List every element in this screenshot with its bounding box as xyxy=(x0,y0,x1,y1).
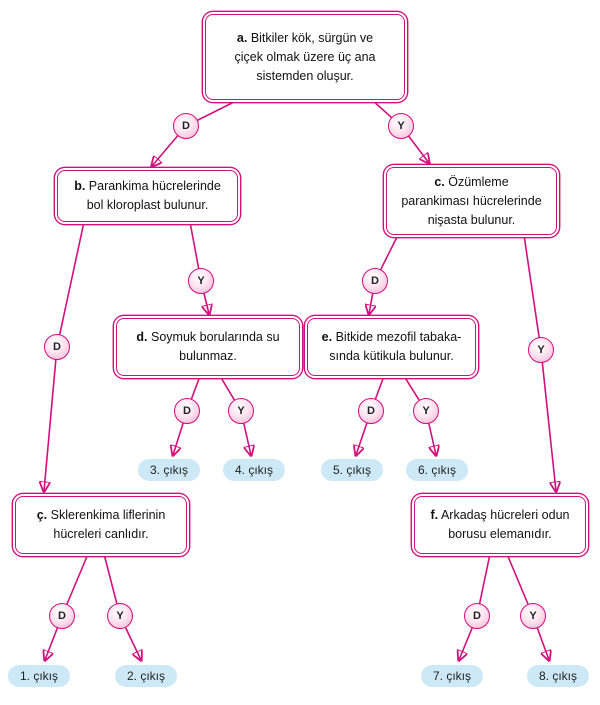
branch-c-d-circle: D xyxy=(362,268,388,294)
node-b-prefix: b. xyxy=(74,179,86,193)
exit-3: 3. çıkış xyxy=(138,459,200,481)
node-e-prefix: e. xyxy=(321,330,333,344)
branch-a-d-circle: D xyxy=(173,113,199,139)
branch-e-y-label: Y xyxy=(422,405,430,417)
exit-5: 5. çıkış xyxy=(321,459,383,481)
exit-7: 7. çıkış xyxy=(421,665,483,687)
branch-e-d-label: D xyxy=(367,405,375,417)
node-d: d. Soymuk borularında su bulunmaz. xyxy=(116,318,300,376)
branch-a-d-label: D xyxy=(182,120,190,132)
branch-d-d-label: D xyxy=(183,405,191,417)
node-c-text: c. Özümleme parankiması hücrelerinde niş… xyxy=(401,173,541,230)
branch-c-cedilla-y-circle: Y xyxy=(107,603,133,629)
branch-f-y-label: Y xyxy=(529,610,537,622)
branch-c-cedilla-d-label: D xyxy=(58,610,66,622)
branch-d-d-circle: D xyxy=(174,398,200,424)
node-e: e. Bitkide mezofil tabaka- sında kütikul… xyxy=(307,318,476,376)
branch-b-y-circle: Y xyxy=(188,268,214,294)
branch-c-cedilla-y-label: Y xyxy=(116,610,124,622)
node-f-text: f. Arkadaş hücreleri odun borusu elemanı… xyxy=(431,506,570,544)
exit-1: 1. çıkış xyxy=(8,665,70,687)
node-a-prefix: a. xyxy=(236,30,248,45)
node-d-prefix: d. xyxy=(136,330,148,344)
node-c: c. Özümleme parankiması hücrelerinde niş… xyxy=(386,167,557,235)
branch-c-y-circle: Y xyxy=(528,337,554,363)
branch-e-d-circle: D xyxy=(358,398,384,424)
node-c-cedilla-prefix: ç. xyxy=(36,508,48,522)
connector-c-to-f xyxy=(523,234,556,491)
node-c-prefix: c. xyxy=(434,174,445,189)
branch-b-d-label: D xyxy=(53,341,61,353)
node-c-body: Özümleme parankiması hücrelerinde nişast… xyxy=(401,174,542,227)
node-a: a. Bitkiler kök, sürgün ve çiçek olmak ü… xyxy=(205,14,405,100)
node-a-body: Bitkiler kök, sürgün ve çiçek olmak üzer… xyxy=(234,30,376,83)
node-e-body: Bitkide mezofil tabaka- sında kütikula b… xyxy=(329,330,462,363)
node-f-body: Arkadaş hücreleri odun borusu elemanıdır… xyxy=(440,508,570,541)
branch-c-d-label: D xyxy=(371,275,379,287)
node-c-cedilla-body: Sklerenkima liflerinin hücreleri canlıdı… xyxy=(50,508,166,541)
node-b-text: b. Parankima hücrelerinde bol kloroplast… xyxy=(74,177,221,215)
branch-f-y-circle: Y xyxy=(520,603,546,629)
branch-c-y-label: Y xyxy=(537,344,545,356)
node-d-text: d. Soymuk borularında su bulunmaz. xyxy=(136,328,279,366)
branch-f-d-label: D xyxy=(473,610,481,622)
node-a-text: a. Bitkiler kök, sürgün ve çiçek olmak ü… xyxy=(234,29,375,86)
exit-8: 8. çıkış xyxy=(527,665,589,687)
branch-a-y-circle: Y xyxy=(388,113,414,139)
exit-6: 6. çıkış xyxy=(406,459,468,481)
exit-2: 2. çıkış xyxy=(115,665,177,687)
branch-e-y-circle: Y xyxy=(413,398,439,424)
node-c-cedilla: ç. Sklerenkima liflerinin hücreleri canl… xyxy=(15,496,187,554)
branch-a-y-label: Y xyxy=(397,120,405,132)
branch-d-y-circle: Y xyxy=(228,398,254,424)
node-d-body: Soymuk borularında su bulunmaz. xyxy=(151,330,280,363)
exit-4: 4. çıkış xyxy=(223,459,285,481)
node-b: b. Parankima hücrelerinde bol kloroplast… xyxy=(57,170,238,222)
node-f-prefix: f. xyxy=(430,508,439,522)
node-c-cedilla-text: ç. Sklerenkima liflerinin hücreleri canl… xyxy=(37,506,166,544)
node-e-text: e. Bitkide mezofil tabaka- sında kütikul… xyxy=(322,328,462,366)
node-f: f. Arkadaş hücreleri odun borusu elemanı… xyxy=(414,496,586,554)
branch-c-cedilla-d-circle: D xyxy=(49,603,75,629)
branch-b-d-circle: D xyxy=(44,334,70,360)
branch-b-y-label: Y xyxy=(197,275,205,287)
branch-d-y-label: Y xyxy=(237,405,245,417)
branch-f-d-circle: D xyxy=(464,603,490,629)
node-b-body: Parankima hücrelerinde bol kloroplast bu… xyxy=(86,179,221,212)
